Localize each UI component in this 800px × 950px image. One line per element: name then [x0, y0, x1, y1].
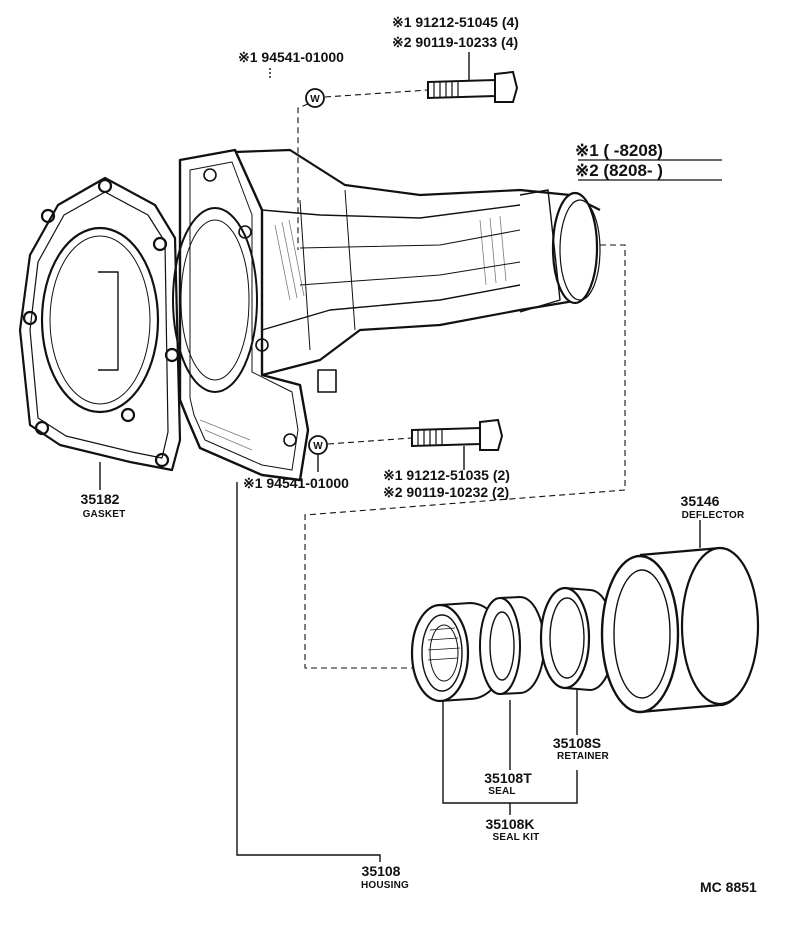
top-bolt-callout-1: ※1 91212-51045 (4) — [392, 14, 519, 30]
seal-kit-part-name: SEAL KIT — [492, 832, 540, 843]
top-bolt-callout-2: ※2 90119-10233 (4) — [392, 34, 519, 50]
bottom-washer-callout: ※1 94541-01000 — [243, 475, 349, 491]
top-washer-callout: ※1 94541-01000 — [238, 49, 344, 65]
bottom-bolt-callout-2: ※2 90119-10232 (2) — [383, 484, 510, 500]
deflector-part[interactable] — [600, 546, 760, 714]
assembly-dash-lines — [297, 89, 626, 669]
seal-kit-part-number: 35108K — [485, 816, 535, 832]
top-washer-mark: W — [310, 94, 320, 105]
leader-lines — [99, 52, 722, 862]
gasket-part[interactable] — [18, 176, 182, 472]
deflector-part-number: 35146 — [680, 493, 720, 509]
bottom-washer-mark: W — [313, 441, 323, 452]
housing-part-number: 35108 — [361, 863, 401, 879]
gasket-part-number: 35182 — [80, 491, 120, 507]
seal-part-number: 35108T — [484, 770, 532, 786]
seal-ring-part[interactable] — [479, 595, 545, 695]
bottom-bolt-part[interactable] — [411, 418, 504, 451]
seal-part-name: SEAL — [488, 786, 516, 797]
top-washer-part[interactable]: W — [305, 88, 325, 108]
gasket-part-name: GASKET — [82, 509, 126, 520]
housing-shading — [199, 215, 507, 451]
retainer-part-number: 35108S — [552, 735, 602, 751]
diagram-code: MC 8851 — [700, 879, 757, 895]
retainer-part[interactable] — [539, 586, 615, 692]
top-bolt-part[interactable] — [427, 70, 519, 103]
deflector-part-name: DEFLECTOR — [681, 510, 745, 521]
housing-part[interactable] — [172, 148, 601, 482]
bottom-washer-part[interactable]: W — [308, 435, 328, 455]
retainer-part-name: RETAINER — [557, 751, 609, 762]
legend-row-1: ※1 ( -8208) — [575, 141, 663, 160]
housing-part-name: HOUSING — [360, 880, 410, 891]
legend-row-2: ※2 (8208- ) — [575, 161, 663, 180]
bottom-bolt-callout-1: ※1 91212-51035 (2) — [383, 467, 510, 483]
